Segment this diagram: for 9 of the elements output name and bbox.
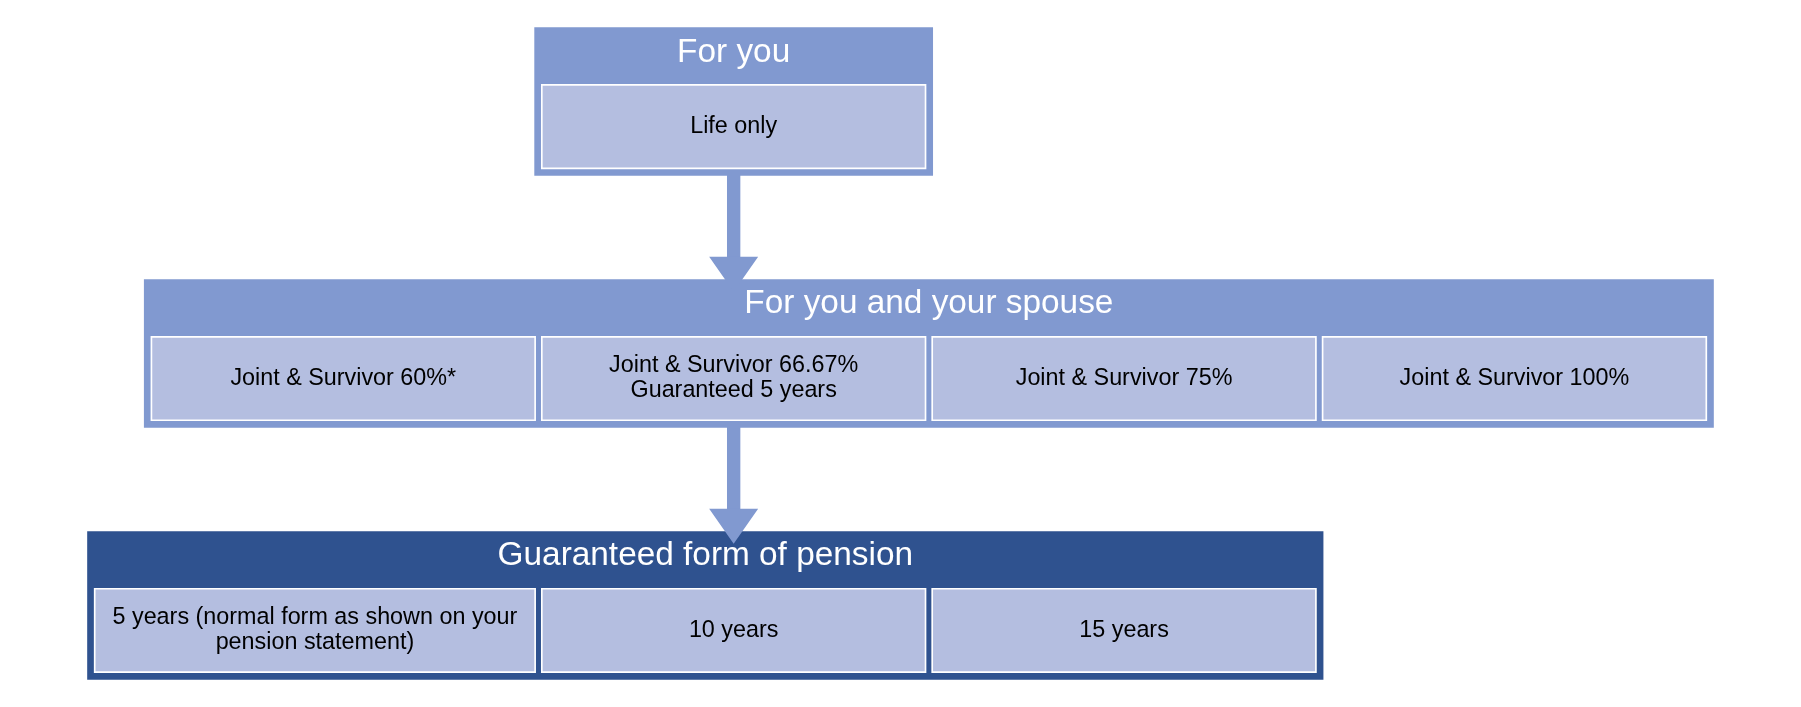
node-box: 5 years (normal form as shown on your pension statement) bbox=[93, 587, 536, 673]
node-box: 15 years bbox=[931, 587, 1317, 673]
arrow bbox=[709, 426, 759, 544]
node-box: Life only bbox=[540, 84, 927, 170]
node-box: Joint & Survivor 75% bbox=[931, 336, 1317, 422]
node-box: 10 years bbox=[540, 587, 927, 673]
node-box: Joint & Survivor 100% bbox=[1321, 336, 1708, 422]
node-box: Joint & Survivor 60%* bbox=[150, 336, 536, 422]
node-box: Joint & Survivor 66.67% Guaranteed 5 years bbox=[540, 336, 927, 422]
